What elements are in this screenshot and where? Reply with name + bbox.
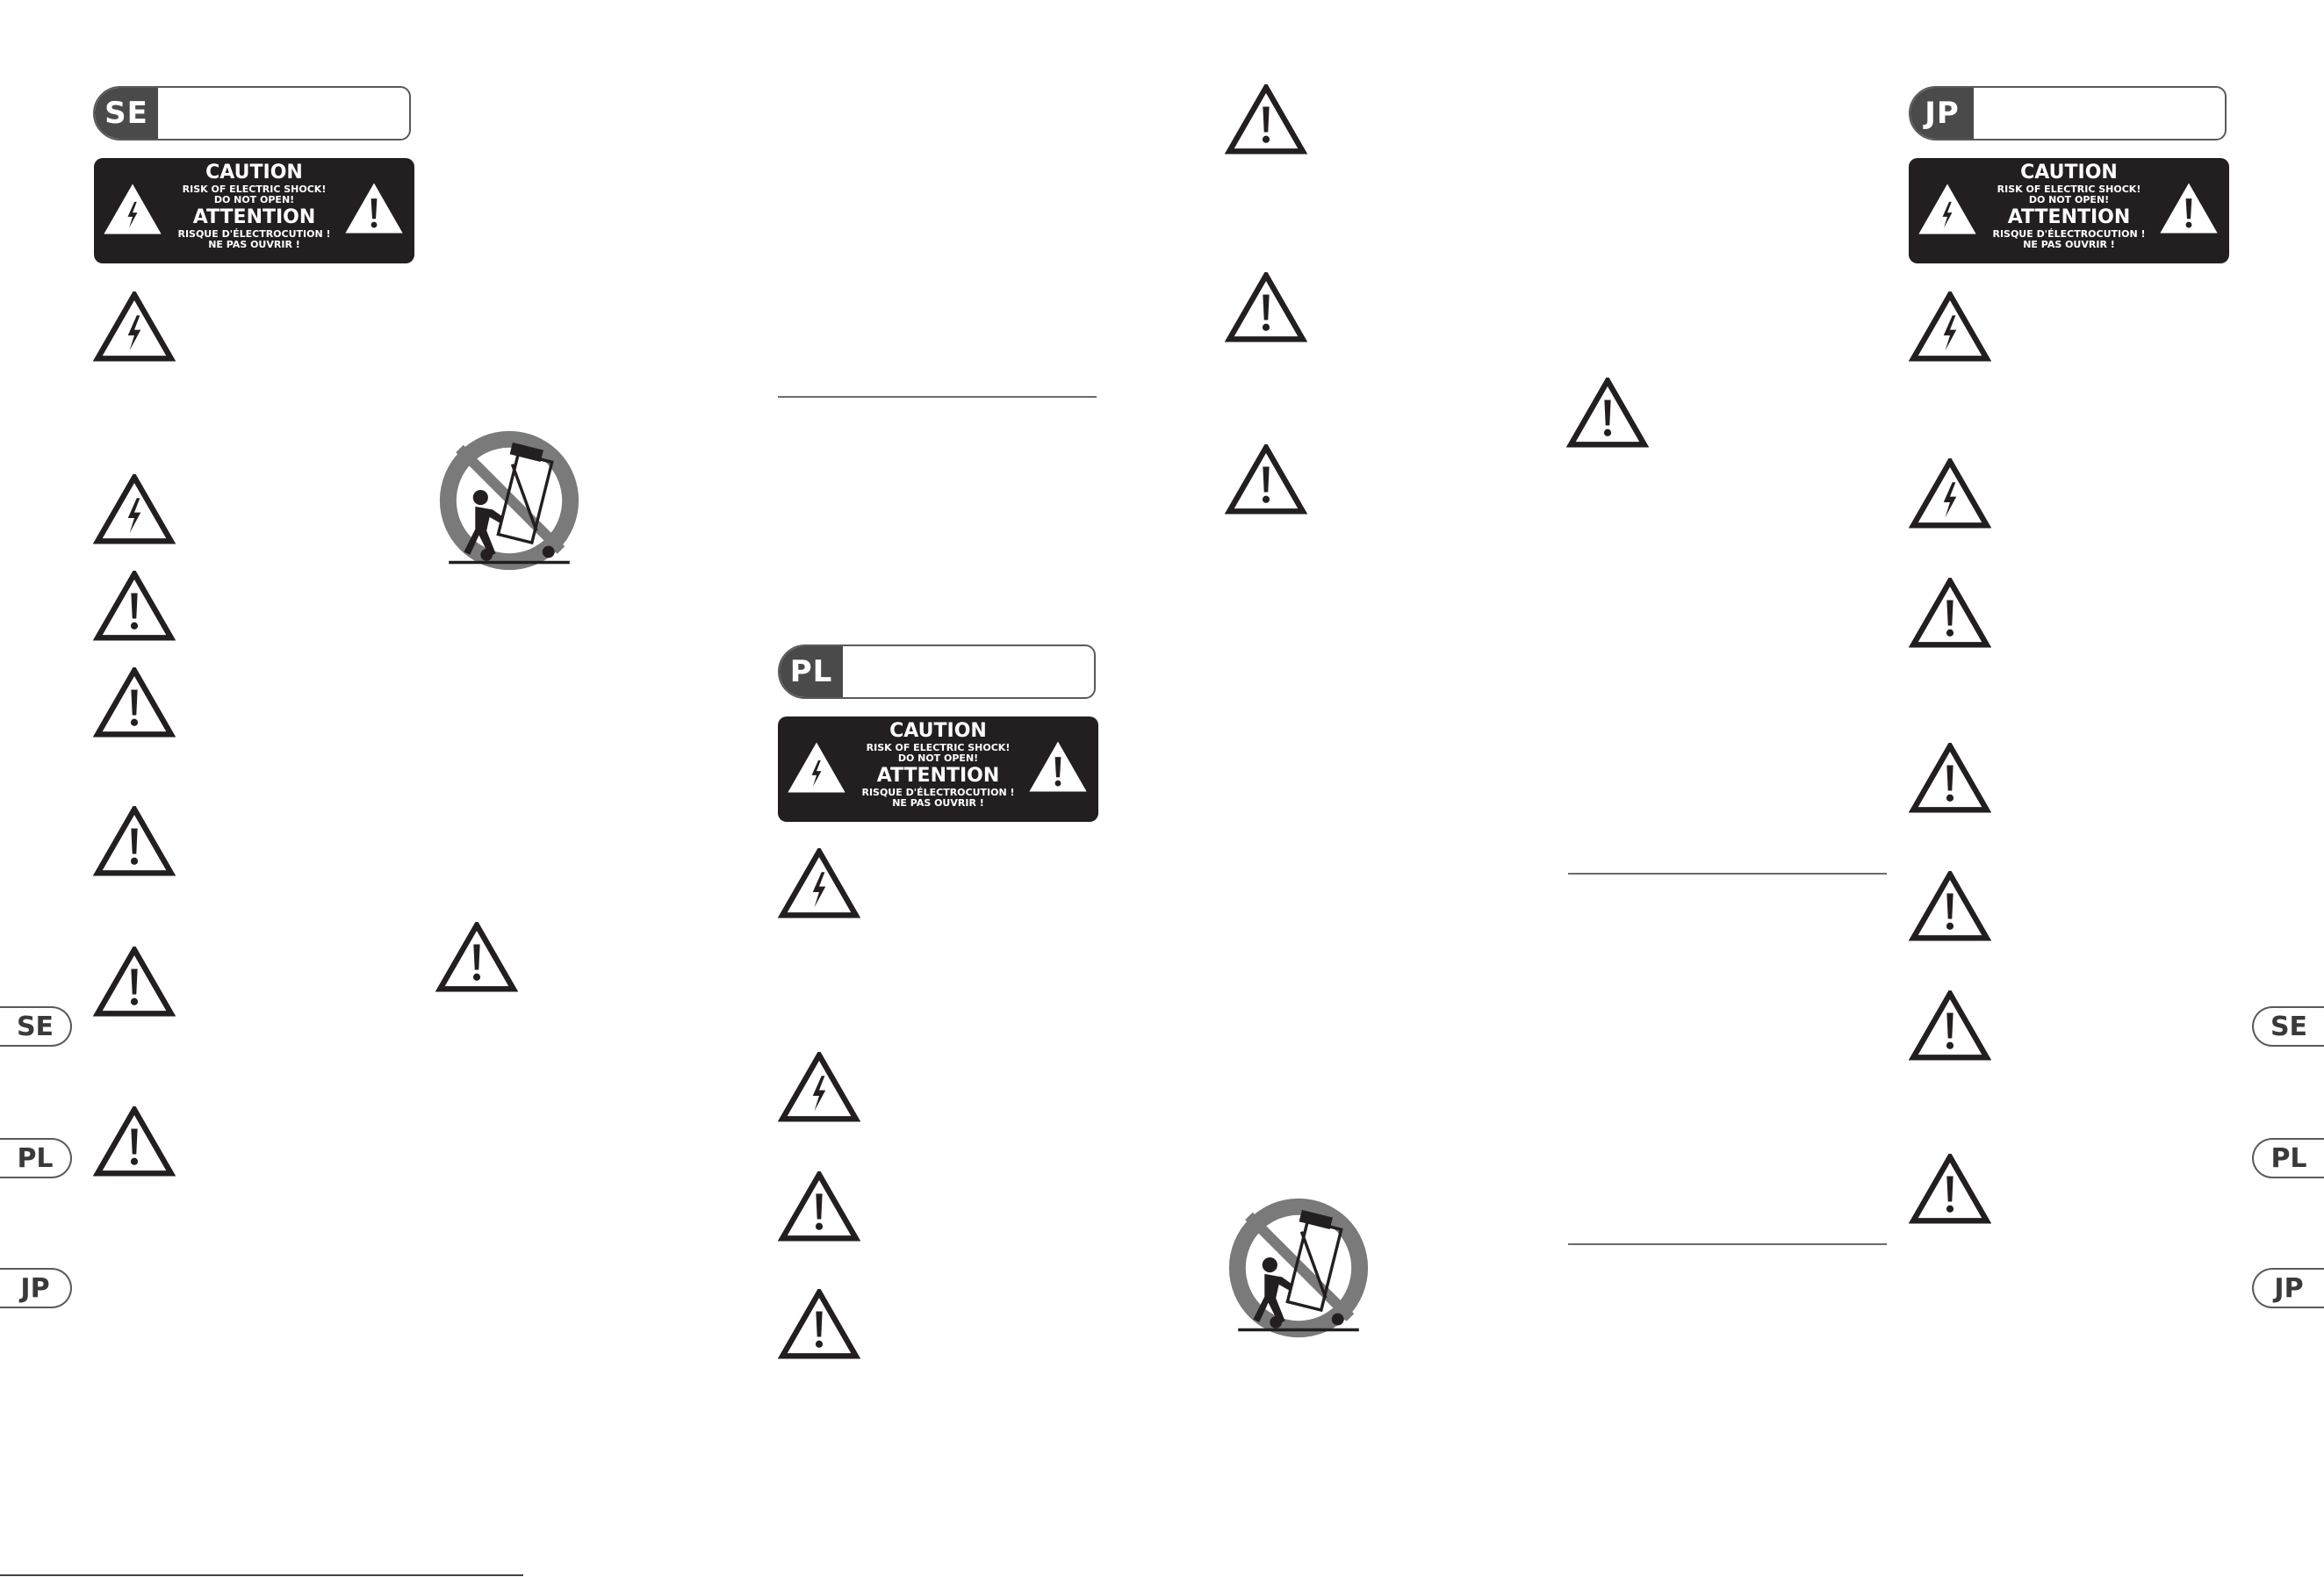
caution-risk: RISK OF ELECTRIC SHOCK! — [866, 742, 1011, 753]
caution-title: CAUTION — [2020, 162, 2118, 184]
exclamation-warning-icon — [93, 806, 176, 876]
electric-shock-warning-icon — [778, 1052, 860, 1122]
exclamation-warning-icon — [778, 1171, 860, 1242]
attention-title: ATTENTION — [192, 206, 316, 228]
electric-shock-warning-icon — [787, 741, 846, 794]
section-divider — [778, 396, 1097, 398]
side-tab-pl[interactable]: PL — [2252, 1138, 2324, 1178]
caution-do-not-open: DO NOT OPEN! — [897, 752, 979, 764]
exclamation-warning-icon — [1909, 743, 1991, 813]
no-cart-tip-over-icon — [434, 425, 585, 576]
attention-ne-pas-ouvrir: NE PAS OUVRIR ! — [208, 239, 300, 250]
electric-shock-warning-icon — [1909, 458, 1991, 529]
exclamation-warning-icon — [1909, 871, 1991, 941]
exclamation-warning-icon — [435, 922, 518, 992]
caution-risk: RISK OF ELECTRIC SHOCK! — [1997, 184, 2141, 195]
electric-shock-warning-icon — [93, 292, 176, 362]
caution-title: CAUTION — [205, 162, 303, 184]
electric-shock-warning-icon — [103, 183, 162, 235]
pl-caution-label: CAUTION RISK OF ELECTRIC SHOCK! DO NOT O… — [778, 716, 1098, 822]
exclamation-warning-icon — [93, 947, 176, 1017]
electric-shock-warning-icon — [93, 474, 176, 544]
exclamation-warning-icon — [1566, 378, 1649, 448]
attention-title: ATTENTION — [2007, 206, 2131, 228]
exclamation-warning-icon — [344, 181, 404, 235]
exclamation-warning-icon — [778, 1289, 860, 1359]
side-tab-se[interactable]: SE — [0, 1006, 72, 1047]
side-tab-pl[interactable]: PL — [0, 1138, 72, 1178]
electric-shock-warning-icon — [1909, 292, 1991, 362]
side-tab-se[interactable]: SE — [2252, 1006, 2324, 1047]
exclamation-warning-icon — [93, 1106, 176, 1177]
exclamation-warning-icon — [1909, 578, 1991, 648]
exclamation-warning-icon — [93, 667, 176, 738]
se-caution-label: CAUTION RISK OF ELECTRIC SHOCK! DO NOT O… — [94, 158, 414, 263]
pl-section-header: PL — [778, 644, 1096, 699]
se-language-code: SE — [95, 88, 158, 139]
section-divider — [1568, 873, 1887, 875]
caution-title: CAUTION — [889, 720, 987, 742]
exclamation-warning-icon — [1225, 84, 1307, 155]
exclamation-warning-icon — [1028, 739, 1088, 794]
attention-ne-pas-ouvrir: NE PAS OUVRIR ! — [892, 797, 984, 809]
se-section-header: SE — [93, 86, 411, 140]
jp-language-code: JP — [1910, 88, 1974, 139]
attention-risk: RISQUE D'ÉLECTROCUTION ! — [861, 787, 1015, 798]
side-tab-jp[interactable]: JP — [0, 1268, 72, 1308]
jp-section-header: JP — [1909, 86, 2227, 140]
exclamation-warning-icon — [1225, 272, 1307, 342]
attention-ne-pas-ouvrir: NE PAS OUVRIR ! — [2023, 239, 2115, 250]
electric-shock-warning-icon — [778, 848, 860, 918]
attention-title: ATTENTION — [876, 765, 1000, 787]
attention-risk: RISQUE D'ÉLECTROCUTION ! — [177, 228, 331, 240]
exclamation-warning-icon — [2159, 181, 2219, 235]
exclamation-warning-icon — [93, 571, 176, 641]
attention-risk: RISQUE D'ÉLECTROCUTION ! — [1992, 228, 2146, 240]
side-tab-jp[interactable]: JP — [2252, 1268, 2324, 1308]
footer-rule — [0, 1574, 523, 1576]
section-divider — [1568, 1243, 1887, 1245]
exclamation-warning-icon — [1909, 990, 1991, 1061]
jp-caution-label: CAUTION RISK OF ELECTRIC SHOCK! DO NOT O… — [1909, 158, 2229, 263]
pl-language-code: PL — [780, 646, 843, 697]
caution-do-not-open: DO NOT OPEN! — [213, 194, 295, 205]
caution-do-not-open: DO NOT OPEN! — [2028, 194, 2110, 205]
exclamation-warning-icon — [1225, 444, 1307, 515]
no-cart-tip-over-icon — [1223, 1192, 1374, 1343]
exclamation-warning-icon — [1909, 1154, 1991, 1224]
caution-risk: RISK OF ELECTRIC SHOCK! — [182, 184, 327, 195]
electric-shock-warning-icon — [1917, 183, 1977, 235]
